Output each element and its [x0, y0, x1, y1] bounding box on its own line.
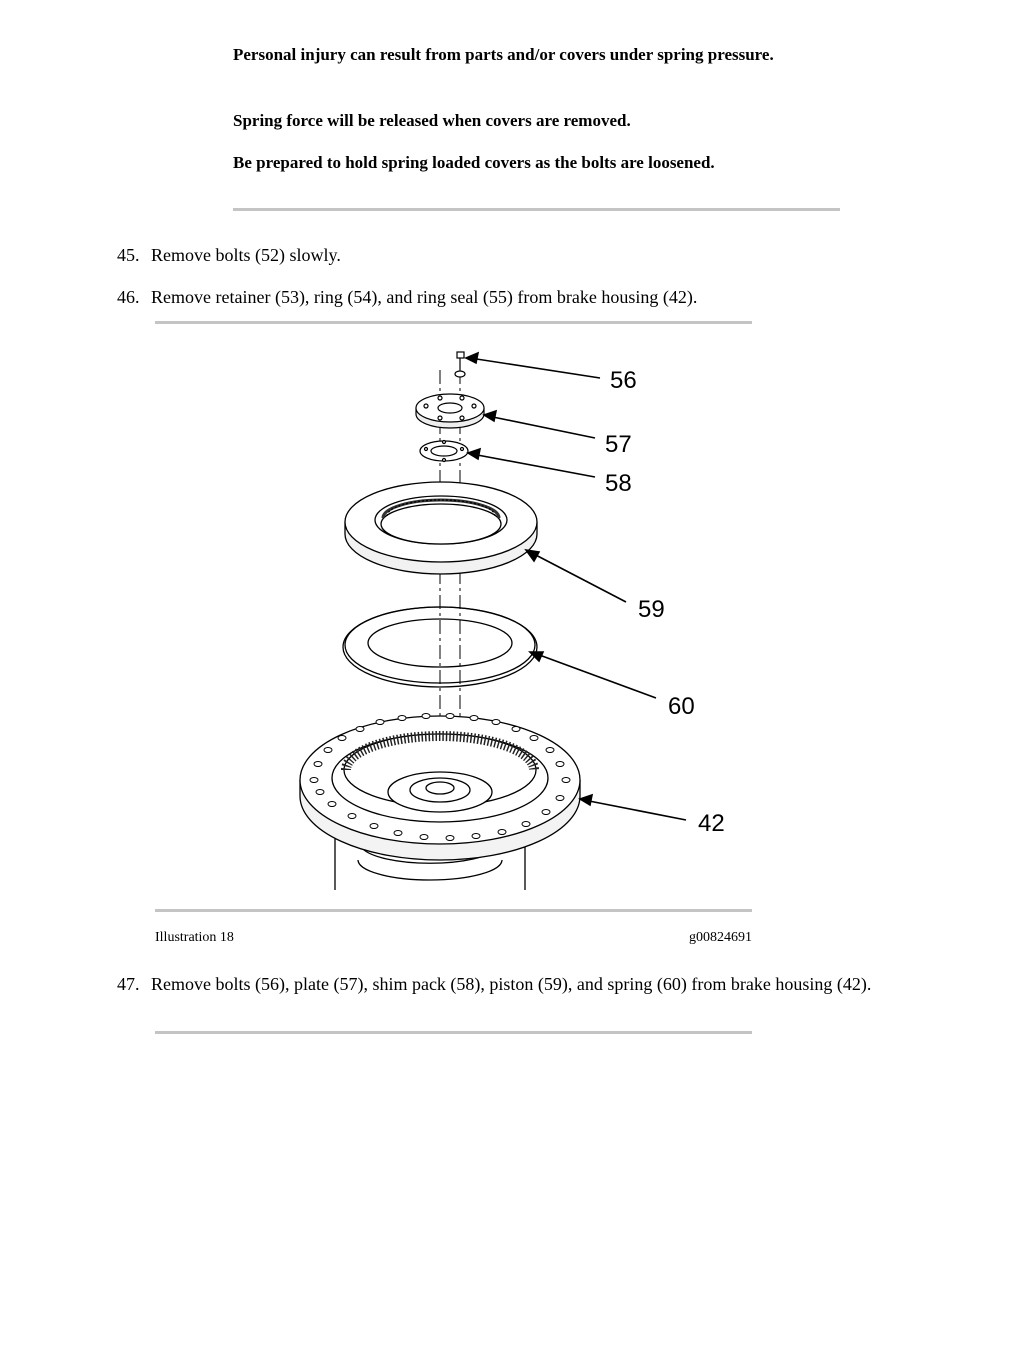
- brake-housing-42-icon: [299, 713, 581, 890]
- callout-42: 42: [698, 810, 725, 837]
- callout-60: 60: [668, 693, 695, 720]
- step-number: 45.: [117, 245, 140, 265]
- step-number: 47.: [117, 974, 140, 994]
- plate-57-icon: [415, 393, 485, 429]
- step-text: Remove bolts (52) slowly.: [151, 245, 341, 265]
- exploded-brake-diagram: 56 57 58 59 60 42: [299, 351, 725, 890]
- shim-pack-58-icon: [419, 439, 469, 463]
- warning-text-personal-injury: Personal injury can result from parts an…: [233, 45, 774, 64]
- spring-60-icon: [342, 606, 538, 688]
- callout-57: 57: [605, 431, 632, 458]
- warning-text-be-prepared: Be prepared to hold spring loaded covers…: [233, 153, 715, 172]
- step-number: 46.: [117, 287, 140, 307]
- piston-59-icon: [344, 481, 538, 575]
- illustration-top-divider: [155, 321, 752, 324]
- callout-59: 59: [638, 596, 665, 623]
- bolt-56-icon: [454, 351, 466, 378]
- illustration-label: Illustration 18: [155, 930, 234, 945]
- step-text: Remove bolts (56), plate (57), shim pack…: [151, 974, 872, 994]
- illustration-bottom-divider: [155, 909, 752, 912]
- illustration-code: g00824691: [689, 930, 752, 945]
- step-text: Remove retainer (53), ring (54), and rin…: [151, 287, 698, 307]
- warning-text-spring-force: Spring force will be released when cover…: [233, 111, 631, 130]
- callout-56: 56: [610, 367, 637, 394]
- callout-58: 58: [605, 470, 632, 497]
- warning-divider: [233, 208, 840, 211]
- end-divider: [155, 1031, 752, 1034]
